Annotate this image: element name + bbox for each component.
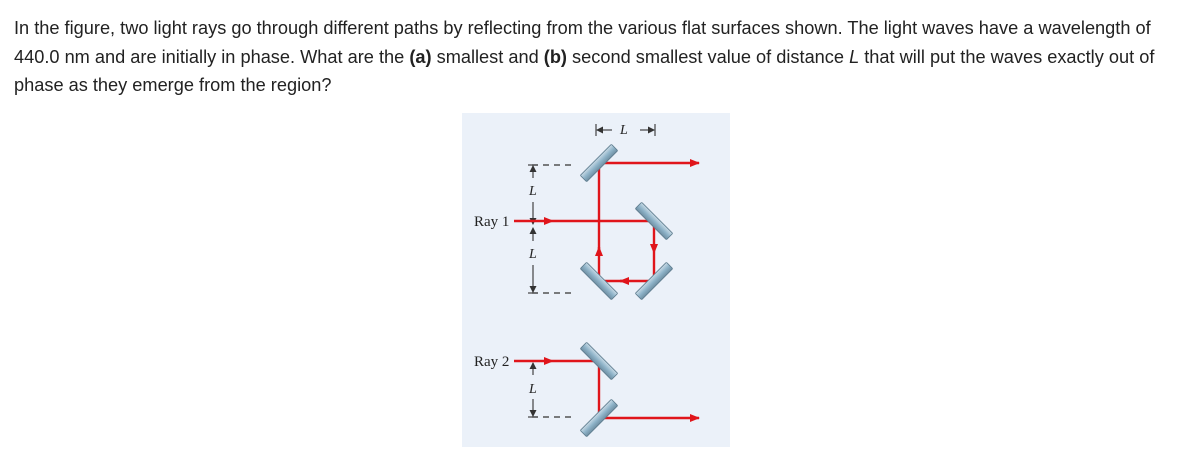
dimension-label-3: L	[528, 382, 537, 397]
mirror-ray2-bottom	[580, 399, 618, 437]
question-text: In the figure, two light rays go through…	[14, 14, 1169, 100]
dimension-label-2: L	[528, 247, 537, 262]
mirror-top-left	[580, 144, 618, 182]
mirror-right-top	[635, 202, 673, 240]
ray-1-label: Ray 1	[474, 214, 509, 230]
dimension-label-top: L	[619, 123, 628, 138]
distance-variable: L	[849, 46, 860, 67]
question-part-3: second smallest value of distance	[567, 46, 850, 67]
ray-2-label: Ray 2	[474, 354, 509, 370]
mirror-left-bottom	[580, 262, 618, 300]
reference-lines	[532, 164, 574, 418]
mirrors	[580, 144, 673, 437]
optics-diagram: L L L L Ray 1 Ray 2	[474, 123, 700, 437]
dimension-ray2	[528, 362, 538, 418]
ray-1-path	[514, 159, 700, 285]
question-part-2: smallest and	[431, 46, 544, 67]
question-part-1: In the figure, two light rays go through…	[14, 18, 1151, 67]
part-a-label: (a)	[409, 46, 432, 67]
part-b-label: (b)	[543, 46, 567, 67]
dimension-top	[595, 124, 656, 136]
dimension-label-1: L	[528, 184, 537, 199]
dimension-ray1	[528, 164, 538, 294]
question-part-4: that will put the waves exactly out of p…	[14, 46, 1155, 96]
ray-2-path	[514, 357, 700, 422]
optics-figure: L L L L Ray 1 Ray 2	[462, 113, 730, 447]
mirror-right-bottom	[635, 262, 673, 300]
mirror-ray2-top	[580, 342, 618, 380]
